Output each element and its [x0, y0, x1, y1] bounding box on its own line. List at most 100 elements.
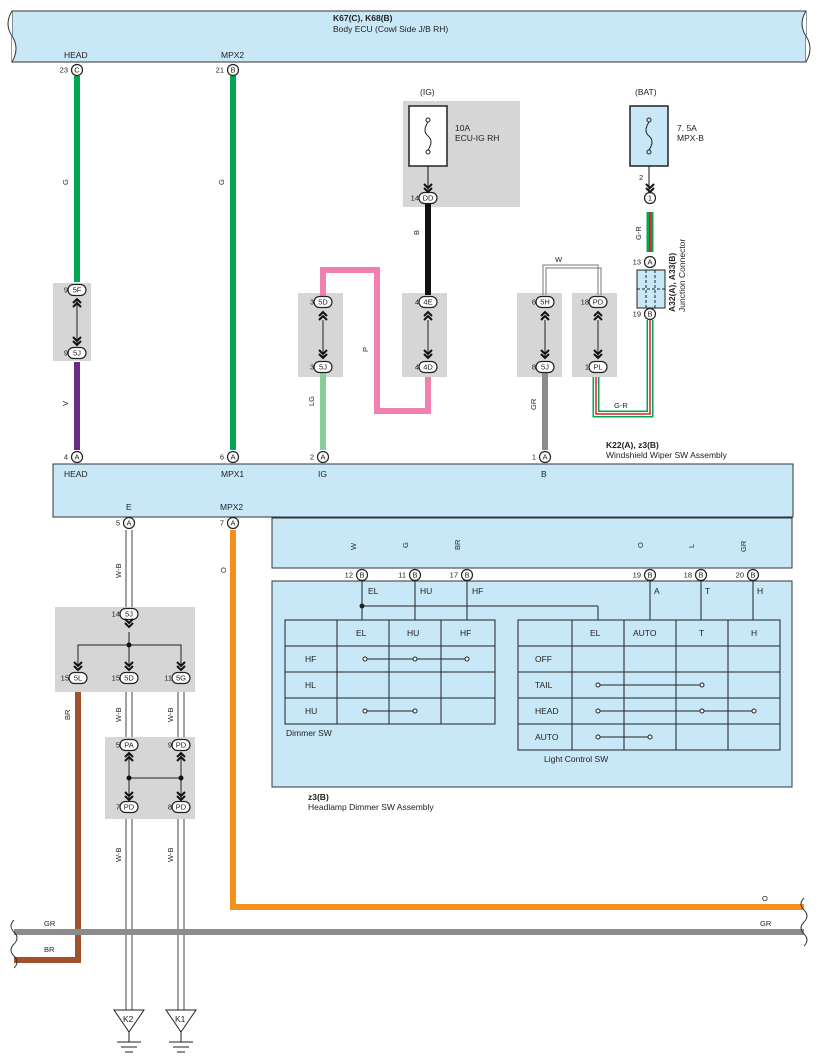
ecu-pin-mpx2: B21: [216, 63, 240, 77]
conn-5j-d-num: 14: [112, 610, 120, 619]
junction-connector-symbol: [636, 269, 666, 309]
wiper-pin-head-label: HEAD: [64, 469, 88, 479]
conn-4e-conn: 4E: [423, 298, 432, 307]
fuse-bat-pin-conn: 1: [648, 194, 652, 203]
break-mark-right: [800, 897, 808, 947]
wire-label-br: BR: [63, 709, 72, 720]
conn-5j-b-num: 3: [310, 363, 314, 372]
ground-k2: [113, 1009, 145, 1053]
ecu-pin-head: C23: [60, 63, 84, 77]
light-col-el: EL: [590, 628, 601, 638]
conn-5l-conn: 5L: [74, 674, 82, 683]
wire-label-mpx2-o: O: [219, 567, 228, 573]
wiper-pin-mpx1: A6: [220, 450, 240, 464]
dimmer-wire-o: O: [636, 542, 645, 548]
junction-top-pin-num: 13: [633, 258, 641, 267]
light-row-tail: TAIL: [535, 680, 553, 690]
conn-pd-d: PD8: [168, 800, 191, 814]
wiper-pin-mpx2-conn: A: [230, 519, 235, 528]
dimmer-col-hf: HF: [460, 628, 471, 638]
fuse-bat-symbol: [629, 105, 669, 190]
conn-pd-c-num: 7: [116, 803, 120, 812]
wire-label-gr-bottom: G-R: [614, 401, 628, 410]
wire-label-bat-gr: G-R: [634, 226, 643, 240]
wire-label-wb-mid1: W-B: [114, 708, 123, 722]
fuse-ig-name: ECU-IG RH: [455, 133, 499, 143]
dimmer-wire-l: L: [687, 544, 696, 548]
light-col-auto: AUTO: [633, 628, 657, 638]
wiper-pin-b: A1: [532, 450, 552, 464]
dimmer-pin-4-conn: B: [698, 571, 703, 580]
conn-5h-num: 6: [532, 298, 536, 307]
conn-5j-b: 5J3: [310, 360, 333, 374]
conn-pl-num: 1: [585, 363, 589, 372]
wiper-pin-mpx1-num: 6: [220, 453, 224, 462]
dimmer-term-t: T: [705, 586, 710, 596]
dimmer-term-h: H: [757, 586, 763, 596]
dimmer-row-hl: HL: [305, 680, 316, 690]
conn-pd-b-conn: PD: [176, 741, 187, 750]
dimmer-wire-w: W: [349, 542, 358, 550]
ecu-pin-head-num: 23: [60, 66, 68, 75]
conn-5f: 5F9: [64, 283, 87, 297]
conn-4e-num: 4: [415, 298, 419, 307]
dimmer-wire-box: [271, 517, 793, 569]
break-mark-left: [10, 919, 18, 969]
conn-4d: 4D4: [415, 360, 438, 374]
dimmer-pin-5-conn: B: [750, 571, 755, 580]
wire-label-wb-low1: W-B: [114, 848, 123, 862]
wiper-pin-e-num: 5: [116, 519, 120, 528]
wiper-pin-mpx1-conn: A: [230, 453, 235, 462]
conn-5d: 5D3: [310, 295, 333, 309]
wiper-codes: K22(A), z3(B): [606, 440, 659, 450]
dimmer-pin-5: B20: [736, 568, 760, 582]
wire-label-gr: GR: [529, 398, 538, 410]
dimmer-wire-g: G: [401, 542, 410, 548]
conn-pd-b: PD 9: [168, 738, 191, 752]
junction-codes: A32(A), A33(B): [667, 253, 677, 312]
conn-5j-c-num: 8: [532, 363, 536, 372]
wire-label-head-upper: G: [61, 179, 70, 185]
wiper-pin-b-num: 1: [532, 453, 536, 462]
wiper-pin-mpx1-label: MPX1: [221, 469, 244, 479]
conn-pa-conn: PA: [124, 741, 133, 750]
dimmer-sw-table: [284, 619, 496, 725]
conn-pa: PA5: [116, 738, 139, 752]
wiper-pin-ig-label: IG: [318, 469, 327, 479]
light-row-off: OFF: [535, 654, 552, 664]
dimmer-term-a: A: [654, 586, 660, 596]
wiper-pin-mpx2: A7: [220, 516, 240, 530]
conn-pd-d-conn: PD: [176, 803, 187, 812]
dimmer-pin-3-num: 19: [633, 571, 641, 580]
conn-5g-num: 11: [164, 674, 172, 683]
conn-4e: 4E 4: [415, 295, 438, 309]
conn-5j-a-conn: 5J: [73, 349, 81, 358]
fuse-bat-rating: 7. 5A: [677, 123, 697, 133]
dimmer-col-hu: HU: [407, 628, 419, 638]
conn-pd-b-num: 9: [168, 741, 172, 750]
wire-label-wb-low2: W-B: [166, 848, 175, 862]
wiper-pin-head: A4: [64, 450, 84, 464]
fuse-ig-pin-num: 14: [411, 194, 419, 203]
junction-name: Junction Connector: [677, 239, 687, 312]
fuse-ig-rating: 10A: [455, 123, 470, 133]
dimmer-term-el: EL: [368, 586, 379, 596]
ground-k2-label: K2: [123, 1014, 134, 1024]
dimmer-pin-2-num: 17: [450, 571, 458, 580]
conn-pd-a-num: 18: [581, 298, 589, 307]
wire-label-wb-mid2: W-B: [166, 708, 175, 722]
arrow-markers: [72, 183, 655, 802]
wire-label-head-lower: V: [61, 401, 70, 406]
conn-pd-a-conn: PD: [593, 298, 604, 307]
wire-label-ig-b: B: [412, 230, 421, 235]
wire-label-w-top: W: [555, 255, 563, 264]
conn-5h-conn: 5H: [540, 298, 550, 307]
wiper-pin-ig-conn: A: [320, 453, 325, 462]
conn-5g-conn: 5G: [176, 674, 186, 683]
junction-top-pin: A13: [633, 255, 657, 269]
conn-5h: 5H 6: [532, 295, 555, 309]
dimmer-pin-0-conn: B: [359, 571, 364, 580]
